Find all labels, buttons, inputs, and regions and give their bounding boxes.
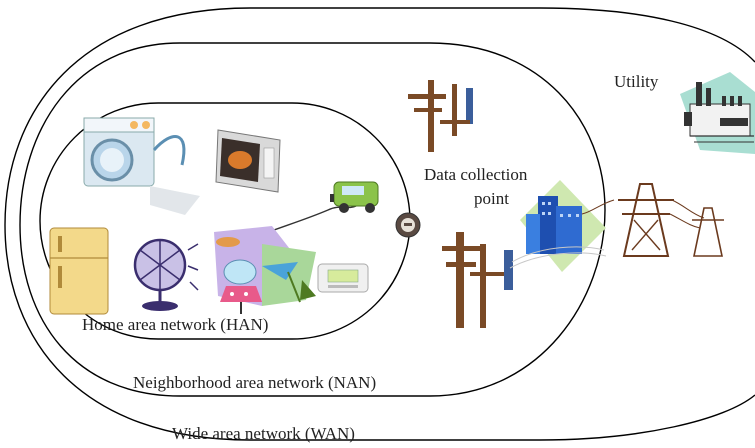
data-collection-label-line1: Data collection [424,165,528,184]
microwave-icon [215,129,281,193]
wan-boundary [4,7,755,441]
data-collection-label-line2: point [474,189,509,208]
nan-label: Neighborhood area network (NAN) [133,373,377,392]
washing-machine-icon [83,117,200,215]
utility-label: Utility [614,72,659,91]
lamps-icon [214,226,316,314]
utility-pole-icon [408,80,473,152]
building-icon [509,180,607,272]
utility-pole-icon [442,232,513,328]
power-plant-icon [680,72,755,154]
refrigerator-icon [49,227,109,315]
han-label: Home area network (HAN) [82,315,269,334]
wan-label: Wide area network (WAN) [172,424,355,443]
smart-meter-icon [395,212,421,238]
thermostat-icon [317,263,369,293]
nan-boundary [19,42,606,397]
electric-car-icon [237,181,379,245]
transmission-tower-icon [581,183,724,257]
fan-icon [133,238,199,311]
